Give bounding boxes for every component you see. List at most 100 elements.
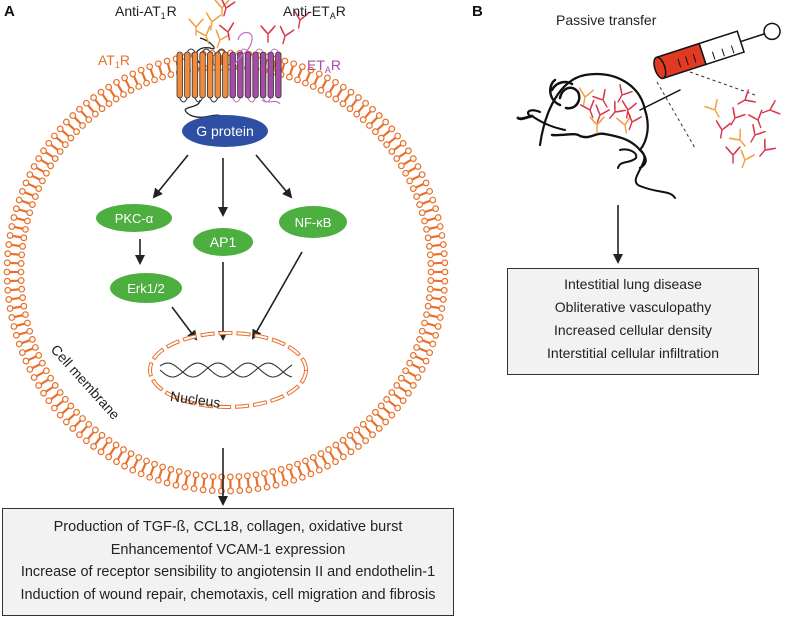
antibody-icon [759, 138, 777, 157]
transmembrane-helix [275, 51, 282, 99]
transmembrane-helix [244, 51, 252, 99]
outcome-b-3: Increased cellular density [554, 322, 712, 338]
lipid-tail [94, 99, 102, 107]
antibody-icon [595, 104, 611, 124]
lipid-tail [382, 130, 391, 137]
lipid-head [167, 71, 175, 78]
lipid-head [35, 382, 43, 389]
lipid-tail [149, 466, 155, 475]
lipid-tail [407, 371, 416, 378]
lipid-tail [14, 226, 23, 230]
lipid-tail [411, 174, 420, 181]
lipid-tail [24, 191, 34, 197]
lipid-head [90, 443, 97, 450]
lipid-head [129, 466, 137, 474]
lipid-head [24, 319, 31, 327]
lipid-tail [263, 476, 268, 485]
lipid-tail [364, 110, 372, 119]
lipid-head [383, 395, 391, 403]
lipid-head [227, 487, 234, 495]
lipid-head [244, 472, 251, 480]
lipid-tail [21, 339, 30, 345]
lipid-tail [40, 378, 49, 385]
lipid-tail [158, 469, 163, 478]
lipid-tail [45, 151, 54, 158]
lipid-head [17, 277, 25, 284]
lipid-head [377, 134, 385, 142]
antibody-icon [220, 0, 236, 17]
lipid-head [26, 365, 34, 373]
lipid-head [399, 139, 407, 147]
lipid-head [441, 259, 449, 267]
lipid-head [91, 426, 99, 434]
lipid-head [332, 441, 340, 449]
lipid-tail [24, 347, 34, 353]
lipid-tail [305, 463, 311, 472]
lipid-head [105, 83, 113, 91]
lipid-head [50, 404, 58, 412]
outcome-b-2: Obliterative vasculopathy [554, 299, 712, 315]
lipid-tail [382, 407, 391, 414]
lipid-tail [343, 94, 351, 102]
nfkb-label: NF-κB [295, 215, 332, 230]
lipid-head [406, 177, 414, 185]
nfkb-node: NF-κB [279, 206, 347, 238]
helix-loop [179, 97, 188, 103]
lipid-head [441, 277, 449, 285]
lipid-head [18, 349, 26, 357]
lipid-head [151, 76, 158, 84]
lipid-head [181, 483, 189, 491]
transmembrane-helix [222, 51, 229, 99]
lipid-head [339, 83, 347, 91]
lipid-tail [14, 314, 23, 318]
lipid-tail [74, 116, 82, 125]
lipid-head [369, 431, 376, 439]
lipid-head [405, 147, 412, 155]
lipid-tail [11, 243, 20, 248]
lipid-head [73, 408, 80, 416]
lipid-head [353, 426, 361, 434]
lipid-head [35, 185, 43, 193]
lipid-tail [80, 425, 88, 434]
lipid-tail [61, 130, 70, 137]
lipid-tail [117, 84, 123, 93]
lipid-tail [370, 116, 378, 125]
lipid-head [388, 411, 396, 419]
helix-loop [194, 97, 203, 103]
lipid-tail [280, 472, 286, 481]
lipid-head [79, 415, 86, 422]
nucleus-label: Nucleus [169, 388, 221, 411]
lipid-head [5, 241, 13, 248]
panel-b-label: B [472, 3, 483, 20]
lipid-head [98, 431, 106, 439]
lipid-head [414, 374, 422, 381]
lipid-tail [193, 477, 197, 486]
lipid-head [422, 179, 430, 187]
transmembrane-helix [252, 51, 259, 99]
antibody-icon [205, 12, 221, 31]
erk-label: Erk1/2 [127, 281, 165, 296]
lipid-head [413, 344, 421, 351]
antibody-icon [293, 10, 309, 29]
lipid-head [5, 296, 13, 303]
lipid-head [31, 193, 39, 200]
lipid-head [416, 336, 423, 343]
lipid-head [22, 225, 29, 233]
lipid-head [438, 305, 446, 312]
lipid-head [294, 460, 301, 468]
lipid-head [226, 473, 234, 481]
cell-membrane-label: Cell membrane [48, 341, 124, 422]
lipid-tail [350, 99, 358, 107]
lipid-tail [18, 208, 28, 213]
lipid-head [97, 448, 105, 456]
lipid-tail [61, 407, 70, 414]
lipid-head [154, 476, 162, 484]
lipid-tail [403, 159, 412, 166]
lipid-tail [28, 183, 37, 189]
helix-loop [247, 97, 256, 103]
lipid-head [294, 76, 301, 84]
lipid-head [307, 470, 315, 478]
transmembrane-helix [206, 51, 214, 99]
lipid-tail [12, 234, 22, 239]
lipid-head [432, 331, 440, 339]
